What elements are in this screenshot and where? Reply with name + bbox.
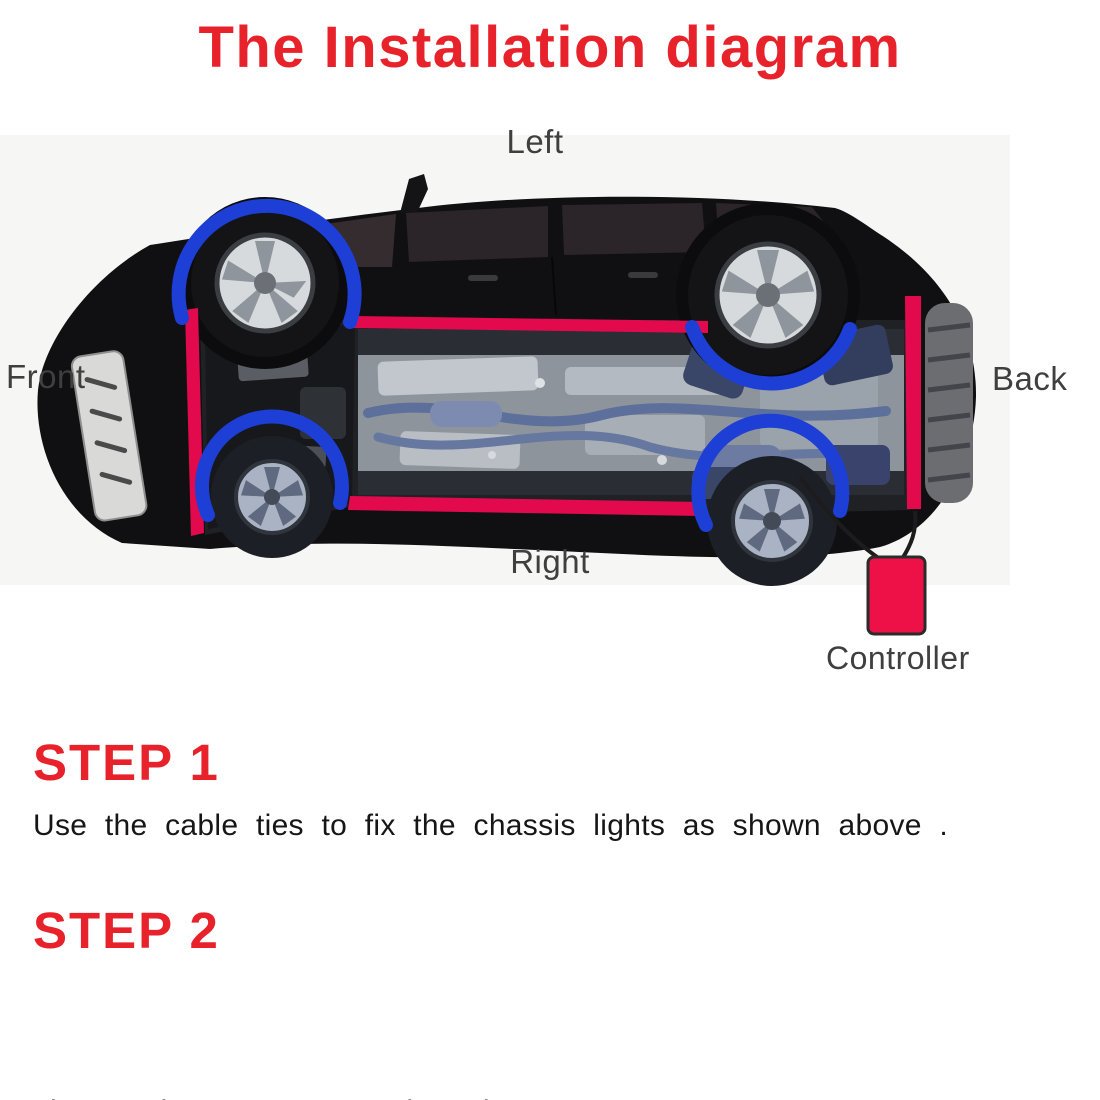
wheel-arc-rear-left xyxy=(685,320,857,391)
wheel-front-right xyxy=(211,436,333,558)
rear-tire-tread xyxy=(925,303,973,503)
page-title: The Installation diagram xyxy=(198,15,902,80)
light-strip-back xyxy=(905,296,921,509)
light-strip-right xyxy=(348,496,702,516)
step2-text: Line to the car connected to the power ,… xyxy=(33,994,644,1100)
label-front-side: Front xyxy=(6,358,86,395)
door-handle xyxy=(628,272,658,278)
controller-box xyxy=(866,555,927,636)
light-strip-left xyxy=(352,316,708,333)
license-plate xyxy=(70,350,148,522)
wheel-front-left xyxy=(191,209,339,357)
label-controller: Controller xyxy=(826,640,970,676)
door-handle xyxy=(468,275,498,281)
step2-heading: STEP 2 xyxy=(33,902,220,959)
wheel-rear-right xyxy=(707,456,837,586)
label-back-side: Back xyxy=(992,360,1068,397)
side-mirror xyxy=(400,174,428,215)
wheel-arc-front-left xyxy=(171,198,362,329)
step1-text: Use the cable ties to fix the chassis li… xyxy=(33,809,949,842)
controller-wires xyxy=(798,475,918,561)
car-diagram: Left Front Back Right Controller xyxy=(0,115,1100,685)
label-right-side: Right xyxy=(510,543,590,580)
chassis-light-strips xyxy=(185,296,921,536)
step2-line1: Line to the car connected to the power , xyxy=(33,1088,644,1100)
label-left-side: Left xyxy=(506,123,564,160)
step1-heading: STEP 1 xyxy=(33,734,220,791)
wheel-arc-rear-right xyxy=(691,413,850,532)
car-underbody-illustration xyxy=(0,135,1010,636)
wheel-rear-left xyxy=(688,215,848,375)
wheel-arcs xyxy=(171,198,857,532)
wheel-arc-front-right xyxy=(194,409,349,522)
